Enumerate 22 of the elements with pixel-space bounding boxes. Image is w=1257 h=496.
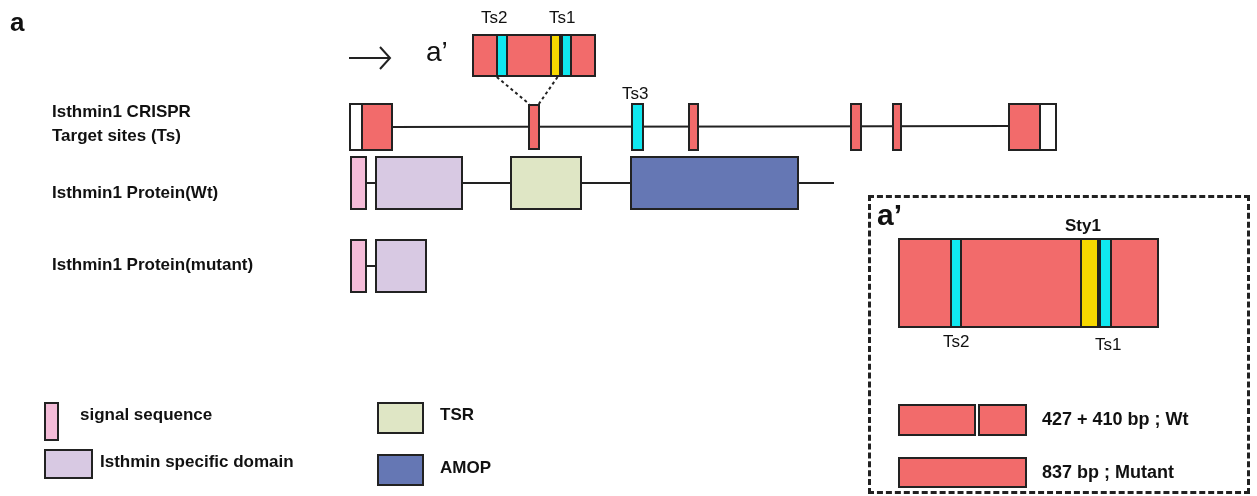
legend-label: AMOP xyxy=(440,458,491,478)
target-site-label: Ts2 xyxy=(481,8,508,28)
enzyme-site-label: Sty1 xyxy=(1065,216,1101,236)
row-label: Isthmin1 Protein(Wt) xyxy=(52,183,219,203)
panel-heading: a’ xyxy=(877,198,903,233)
panel-letter: a xyxy=(10,8,25,38)
row-label: Isthmin1 Protein(mutant) xyxy=(52,255,254,275)
band-size-label: 427 + 410 bp ; Wt xyxy=(1042,409,1189,430)
row-label: Isthmin1 CRISPR Target sites (Ts) xyxy=(52,101,192,147)
legend-label: signal sequence xyxy=(80,405,213,425)
target-site-label: Ts2 xyxy=(943,332,970,352)
exon-block xyxy=(528,104,540,150)
zoom-guide-line xyxy=(537,76,559,105)
target-site-label: Ts1 xyxy=(549,8,576,28)
inset-panel xyxy=(868,195,1250,494)
target-site-label: Ts1 xyxy=(1095,335,1122,355)
target-site-label: Ts3 xyxy=(622,84,649,104)
zoom-guide-line xyxy=(495,76,531,105)
legend-label: Isthmin specific domain xyxy=(100,452,294,472)
inset-label: a’ xyxy=(426,36,448,69)
band-size-label: 837 bp ; Mutant xyxy=(1042,462,1174,483)
legend-label: TSR xyxy=(440,405,474,425)
